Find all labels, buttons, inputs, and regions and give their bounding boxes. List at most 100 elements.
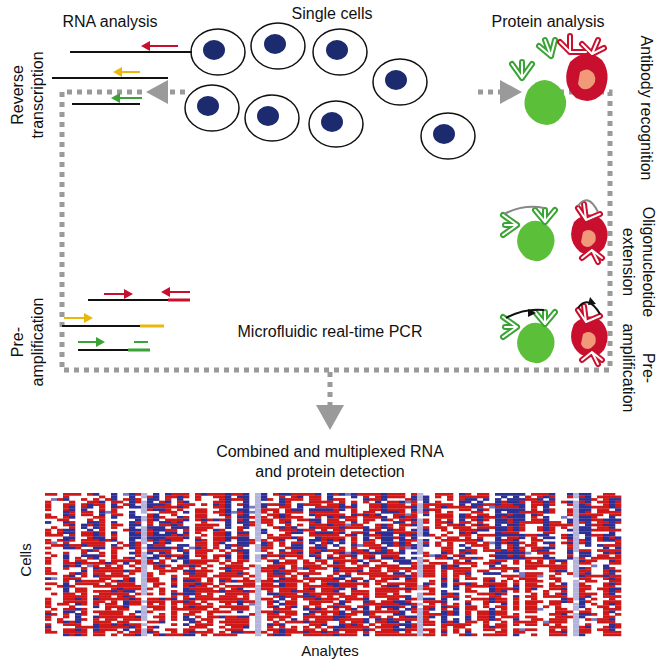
heatmap-cell xyxy=(411,524,417,527)
heatmap-cell xyxy=(147,559,153,562)
heatmap-cell xyxy=(195,549,201,552)
heatmap-cell xyxy=(585,526,591,529)
heatmap-cell xyxy=(597,508,603,511)
heatmap-cell xyxy=(135,493,141,496)
heatmap-cell xyxy=(615,519,621,522)
heatmap-cell xyxy=(225,559,231,562)
heatmap-cell xyxy=(441,562,447,565)
heatmap-cell xyxy=(177,524,183,527)
heatmap-cell xyxy=(69,501,75,504)
heatmap-cell xyxy=(237,562,243,565)
heatmap-cell xyxy=(423,508,429,511)
heatmap-cell xyxy=(483,513,489,516)
heatmap-cell xyxy=(117,547,123,550)
heatmap-cell xyxy=(279,570,285,573)
heatmap-cell xyxy=(93,493,99,496)
heatmap-cell xyxy=(309,498,315,501)
heatmap-cell xyxy=(483,524,489,527)
heatmap-cell xyxy=(69,493,75,496)
heatmap-cell xyxy=(93,501,99,504)
heatmap-cell xyxy=(525,511,531,514)
heatmap-cell xyxy=(267,554,273,557)
heatmap-cell xyxy=(75,562,81,565)
heatmap-cell xyxy=(285,572,291,575)
heatmap-cell xyxy=(417,519,423,522)
heatmap-cell xyxy=(159,521,165,524)
heatmap-cell xyxy=(435,508,441,511)
heatmap-cell xyxy=(603,554,609,557)
heatmap-cell xyxy=(609,498,615,501)
heatmap-cell xyxy=(141,516,147,519)
heatmap-cell xyxy=(159,516,165,519)
heatmap-cell xyxy=(99,496,105,499)
heatmap-cell xyxy=(363,544,369,547)
heatmap-cell xyxy=(267,524,273,527)
heatmap-cell xyxy=(579,511,585,514)
heatmap-cell xyxy=(489,534,495,537)
heatmap-cell xyxy=(165,531,171,534)
heatmap-cell xyxy=(315,549,321,552)
heatmap-cell xyxy=(423,534,429,537)
heatmap-cell xyxy=(579,559,585,562)
heatmap-cell xyxy=(93,557,99,560)
heatmap-cell xyxy=(129,501,135,504)
heatmap-cell xyxy=(207,493,213,496)
heatmap-cell xyxy=(255,565,261,568)
heatmap-cell xyxy=(177,516,183,519)
heatmap-cell xyxy=(255,567,261,570)
heatmap-cell xyxy=(351,508,357,511)
heatmap-cell xyxy=(375,496,381,499)
heatmap-cell xyxy=(45,542,51,545)
heatmap-cell xyxy=(615,498,621,501)
heatmap-cell xyxy=(93,526,99,529)
heatmap-cell xyxy=(153,493,159,496)
heatmap-cell xyxy=(213,493,219,496)
heatmap-cell xyxy=(357,524,363,527)
heatmap-cell xyxy=(351,531,357,534)
heatmap-cell xyxy=(111,531,117,534)
heatmap-cell xyxy=(369,529,375,532)
heatmap-cell xyxy=(261,493,267,496)
heatmap-cell xyxy=(63,559,69,562)
heatmap-cell xyxy=(45,562,51,565)
heatmap-cell xyxy=(99,519,105,522)
heatmap-cell xyxy=(87,544,93,547)
heatmap-cell xyxy=(303,529,309,532)
heatmap-cell xyxy=(153,547,159,550)
heatmap-cell xyxy=(519,498,525,501)
heatmap-cell xyxy=(333,503,339,506)
heatmap-cell xyxy=(255,536,261,539)
heatmap-cell xyxy=(291,549,297,552)
heatmap-cell xyxy=(171,531,177,534)
heatmap-cell xyxy=(255,544,261,547)
heatmap-cell xyxy=(351,521,357,524)
heatmap-cell xyxy=(279,534,285,537)
heatmap-cell xyxy=(465,526,471,529)
heatmap-cell xyxy=(501,539,507,542)
heatmap-cell xyxy=(177,508,183,511)
heatmap-cell xyxy=(393,513,399,516)
heatmap-cell xyxy=(537,526,543,529)
heatmap-cell xyxy=(99,513,105,516)
heatmap-cell xyxy=(579,493,585,496)
heatmap-cell xyxy=(165,547,171,550)
heatmap-cell xyxy=(153,496,159,499)
heatmap-cell xyxy=(135,552,141,555)
heatmap-cell xyxy=(459,521,465,524)
heatmap-cell xyxy=(363,513,369,516)
heatmap-cell xyxy=(573,503,579,506)
heatmap-cell xyxy=(351,554,357,557)
heatmap-cell xyxy=(87,565,93,568)
heatmap-cell xyxy=(279,513,285,516)
heatmap-cell xyxy=(303,562,309,565)
heatmap-cell xyxy=(417,570,423,573)
heatmap-cell xyxy=(159,506,165,509)
heatmap-cell xyxy=(327,513,333,516)
heatmap-cell xyxy=(357,552,363,555)
heatmap-cell xyxy=(381,531,387,534)
heatmap-cell xyxy=(489,567,495,570)
heatmap-cell xyxy=(411,572,417,575)
heatmap-cell xyxy=(399,552,405,555)
heatmap-cell xyxy=(243,501,249,504)
heatmap-cell xyxy=(63,567,69,570)
